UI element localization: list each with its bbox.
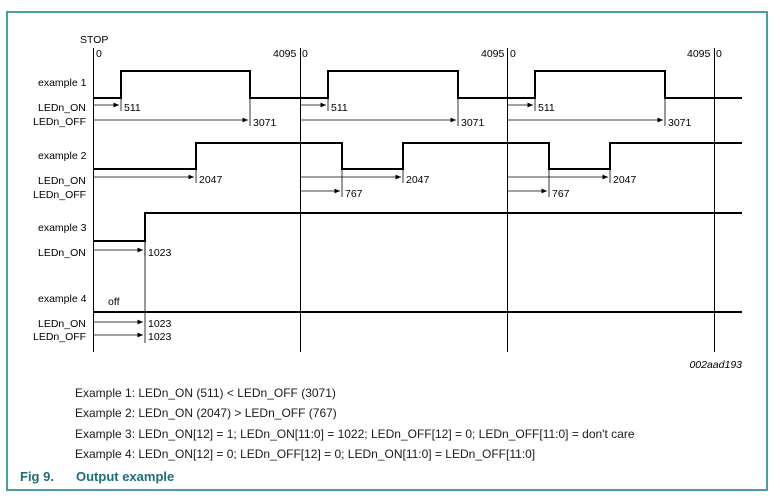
tick-zero-1: 0 [96,48,102,60]
example-1-off-label: LEDn_OFF [33,116,86,128]
note-example-4: Example 4: LEDn_ON[12] = 0; LEDn_OFF[12]… [75,447,536,461]
example-3-on-value: 1023 [148,247,172,259]
stop-label: STOP [80,34,108,46]
example-2-on-value-3: 2047 [613,174,637,186]
example-4-off-value: 1023 [148,331,172,343]
example-2-off-label: LEDn_OFF [33,189,86,201]
tick-end-3: 4095 [687,48,711,60]
example-1-on-value-3: 511 [538,102,555,114]
register-arrows [93,98,666,343]
tick-end-2: 4095 [481,48,505,60]
example-4-label: example 4 [38,293,87,305]
example-3-waveform [93,212,742,242]
tick-zero-4: 0 [716,48,722,60]
example-1-waveform [93,70,742,99]
figure-frame [6,11,768,491]
example-2-on-value-1: 2047 [199,174,223,186]
tick-end-1: 4095 [273,48,297,60]
example-1-label: example 1 [38,77,87,89]
example-3-label: example 3 [38,222,87,234]
note-example-3: Example 3: LEDn_ON[12] = 1; LEDn_ON[11:0… [75,427,635,441]
example-3-on-label: LEDn_ON [38,247,86,259]
example-2-waveform [93,142,742,170]
example-4-on-label: LEDn_ON [38,318,86,330]
example-4-off-label: LEDn_OFF [33,331,86,343]
period-boundaries [93,48,715,352]
example-1-off-value-3: 3071 [668,117,692,129]
note-example-1: Example 1: LEDn_ON (511) < LEDn_OFF (307… [75,386,336,400]
note-example-2: Example 2: LEDn_ON (2047) > LEDn_OFF (76… [75,406,337,420]
timing-diagram: STOP 0 4095 0 4095 0 4095 0 example 1 LE… [33,34,742,371]
tick-zero-3: 0 [510,48,516,60]
example-2-on-label: LEDn_ON [38,175,86,187]
figure-number: Fig 9. [20,469,54,484]
example-2-label: example 2 [38,150,87,162]
example-4-off-state: off [108,296,120,308]
figure-title: Output example [76,469,175,484]
example-1-on-label: LEDn_ON [38,102,86,114]
example-2-on-value-2: 2047 [406,174,430,186]
example-1-on-value-2: 511 [331,102,348,114]
tick-zero-2: 0 [302,48,308,60]
example-1-off-value-2: 3071 [461,117,485,129]
waveforms [93,70,742,313]
example-2-off-value-1: 767 [345,188,363,200]
example-1-on-value-1: 511 [124,102,141,114]
example-2-off-value-2: 767 [552,188,570,200]
example-4-on-value: 1023 [148,318,172,330]
figure-id: 002aad193 [689,359,742,371]
example-1-off-value-1: 3071 [253,117,277,129]
